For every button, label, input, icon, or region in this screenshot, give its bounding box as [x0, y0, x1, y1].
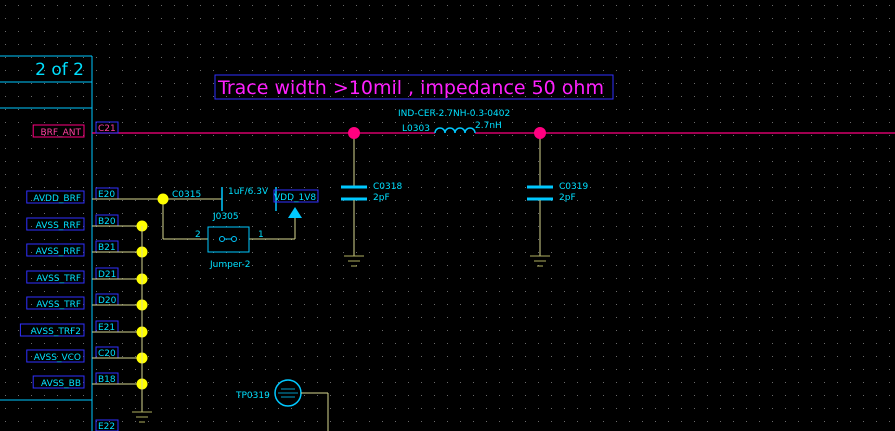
pin-name-box [26, 190, 85, 204]
pin-b18[interactable]: AVSS_BB B18 [32, 372, 148, 390]
note-text: Trace width >10mil , impedance 50 ohm [217, 77, 604, 99]
pin-number: E21 [98, 323, 115, 333]
testpoint-ref: TP0319 [235, 391, 270, 401]
c0318-ref: C0318 [373, 182, 402, 192]
pin-name: AVSS_VCO [34, 353, 81, 363]
impedance-note[interactable]: Trace width >10mil , impedance 50 ohm [214, 74, 614, 100]
pin-name-box [26, 243, 85, 257]
sheet-label: 2 of 2 [35, 60, 84, 80]
pin-name-box [26, 349, 85, 363]
jumper-type: Jumper-2 [209, 260, 250, 270]
power-net-label: VDD_1V8 [274, 193, 316, 203]
pin-name: AVSS_TRF [36, 274, 81, 284]
capacitor-c0319[interactable]: C0319 2pF [527, 133, 588, 267]
inductor-value: 2.7nH [475, 121, 502, 131]
junction-dot [348, 127, 360, 139]
inductor-l0303[interactable]: IND-CER-2.7NH-0.3-0402 L0303 2.7nH [398, 109, 510, 134]
avdd-net [92, 193, 296, 423]
pin-name-box [26, 296, 85, 310]
pin-number: E22 [98, 422, 115, 431]
junction-dot [534, 127, 546, 139]
inductor-ref: L0303 [402, 124, 430, 134]
pin-name: AVSS_RRF [36, 247, 81, 257]
dot-grid [5, 5, 890, 422]
pin-name-box [19, 323, 85, 337]
jumper-ref: J0305 [212, 212, 239, 222]
pin-name: AVSS_TRF2 [31, 327, 81, 337]
ground-icon [530, 255, 550, 267]
pin-number: E20 [98, 190, 115, 200]
pin-d21[interactable]: AVSS_TRF D21 [26, 267, 148, 285]
pin-number: C21 [98, 124, 116, 134]
pin-number: D21 [98, 270, 116, 280]
pin-name-box [26, 217, 85, 231]
capacitor-c0315[interactable]: C0315 1uF/6.3V [172, 187, 277, 211]
ground-icon [132, 411, 152, 423]
pin-name: AVDD_BRF [33, 194, 81, 204]
c0319-value: 2pF [559, 193, 576, 203]
testpoint-tp0319[interactable]: TP0319 [235, 379, 329, 431]
pin-b21[interactable]: AVSS_RRF B21 [26, 240, 148, 258]
c0315-value: 1uF/6.3V [228, 187, 269, 197]
pin-number: B18 [98, 375, 116, 385]
pin-c20[interactable]: AVSS_VCO C20 [26, 346, 148, 364]
power-port-vdd-1v8[interactable]: VDD_1V8 [273, 189, 319, 218]
jumper-pin-2: 2 [195, 230, 201, 240]
pin-number: C20 [98, 349, 116, 359]
capacitor-c0318[interactable]: C0318 2pF [341, 133, 402, 267]
pin-name: BRF_ANT [41, 128, 82, 138]
c0319-ref: C0319 [559, 182, 588, 192]
jumper-pin-1: 1 [258, 230, 264, 240]
pin-name: AVSS_BB [41, 379, 81, 389]
inductor-footprint: IND-CER-2.7NH-0.3-0402 [398, 109, 510, 119]
pin-name-box [26, 270, 85, 284]
jumper-j0305[interactable]: J0305 2 1 Jumper-2 [195, 212, 264, 270]
pin-number-box [95, 121, 119, 134]
c0318-value: 2pF [373, 193, 390, 203]
junction-dot [157, 193, 169, 205]
pin-name-box [32, 124, 85, 138]
pin-number: B20 [98, 217, 116, 227]
pin-b20[interactable]: AVSS_RRF B20 [26, 214, 148, 232]
pin-number: D20 [98, 296, 117, 306]
ic-symbol: 2 of 2 [0, 55, 93, 431]
pin-name: AVSS_TRF [36, 300, 81, 310]
c0315-ref: C0315 [172, 190, 201, 200]
pin-name-box [32, 375, 85, 389]
pin-name: AVSS_RRF [36, 221, 81, 231]
pin-number-box [95, 419, 119, 431]
pin-number: B21 [98, 243, 116, 253]
power-arrow-icon [288, 207, 302, 218]
pin-d20[interactable]: AVSS_TRF D20 [26, 293, 148, 311]
pin-e21[interactable]: AVSS_TRF2 E21 [19, 320, 148, 338]
pin-c21[interactable]: BRF_ANT C21 [32, 121, 119, 138]
ground-icon [344, 255, 364, 267]
pin-e22[interactable]: E22 [95, 419, 119, 431]
